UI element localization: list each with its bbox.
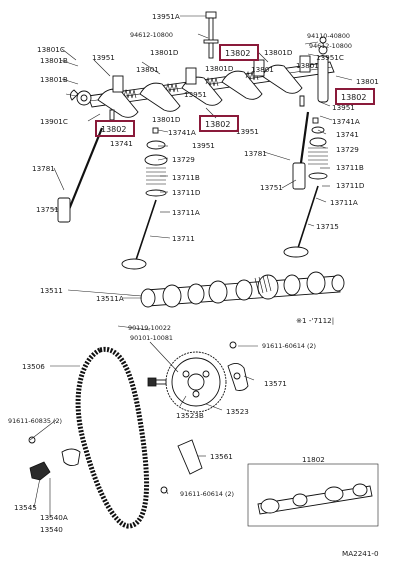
chain-damper <box>177 439 203 475</box>
callout-13801d-upper: 13801D <box>150 48 179 57</box>
valve-train-left <box>121 127 168 270</box>
callout-13711: 13711 <box>172 234 195 243</box>
chain-tensioner <box>29 448 81 481</box>
callout-11802: 11802 <box>302 455 325 464</box>
callout-94612-10800: 94612-10800 <box>130 31 173 39</box>
callout-13801d-top: 13801D <box>264 48 293 57</box>
callout-13540a: 13540A <box>40 513 68 522</box>
callout-13741-right: 13741 <box>336 130 359 139</box>
rocker-shaft-assembly <box>69 36 335 121</box>
callout-13801c-left: 13801C <box>37 45 65 54</box>
callout-13951a: 13951A <box>152 12 180 21</box>
highlight-box-13802-mid <box>199 115 239 132</box>
callout-90119-10022: 90119-10022 <box>128 324 171 332</box>
callout-13571: 13571 <box>264 379 287 388</box>
callout-13545: 13545 <box>14 503 37 512</box>
callout-13951-mid: 13951 <box>184 90 207 99</box>
callout-13751-right: 13751 <box>260 183 283 192</box>
bolt-91611-60835 <box>28 436 36 444</box>
callout-13511: 13511 <box>40 286 63 295</box>
callout-13802-mid[interactable]: 13802 <box>205 120 230 129</box>
diagram-id: MA2241-0 <box>342 549 379 558</box>
callout-13802-left[interactable]: 13802 <box>101 125 126 134</box>
callout-13711b-right: 13711B <box>336 163 364 172</box>
callout-13711a-right: 13711A <box>330 198 358 207</box>
callout-13561: 13561 <box>210 452 233 461</box>
callout-13951-low: 13951 <box>192 141 215 150</box>
highlighted-callouts: 13802 13802 13802 13802 <box>95 44 375 137</box>
callout-13901: 13801 <box>356 77 379 86</box>
thrust-plate <box>227 363 249 391</box>
highlight-box-13802-right <box>335 88 375 105</box>
callout-13511a: 13511A <box>96 294 124 303</box>
callout-13506: 13506 <box>22 362 45 371</box>
callout-13729-right: 13729 <box>336 145 359 154</box>
callout-13951c: 13951C <box>316 53 344 62</box>
leader-lines <box>29 15 353 518</box>
timing-chain <box>75 346 150 529</box>
callout-13801d-mid: 13801D <box>205 64 234 73</box>
callout-13801-b: 13801 <box>251 65 274 74</box>
callout-13951-lower: 13951 <box>236 127 259 136</box>
callout-90101-10081: 90101-10081 <box>130 334 173 342</box>
callout-13802-right[interactable]: 13802 <box>341 93 366 102</box>
callout-13711a-left: 13711A <box>172 208 200 217</box>
callout-91611-60614-lower: 91611-60614 (2) <box>180 490 234 498</box>
callout-labels: 13951A 94612-10800 13801D 13801C 13801B … <box>8 12 379 558</box>
callout-13801-a: 13801 <box>136 65 159 74</box>
callout-13523b: 13523B <box>176 411 204 420</box>
pushrod-left <box>57 127 104 223</box>
callout-13801b-left2: 13801B <box>40 75 68 84</box>
callout-13741a-right: 13741A <box>332 117 360 126</box>
bolt-91611-60614-lower <box>160 486 168 494</box>
pushrod-right <box>292 111 310 190</box>
callout-13781-right: 13781 <box>244 149 267 158</box>
callout-13801a-right-upper: 13801 <box>296 61 319 70</box>
callout-13711d-right: 13711D <box>336 181 365 190</box>
callout-13729-left: 13729 <box>172 155 195 164</box>
callout-13802-top[interactable]: 13802 <box>225 49 250 58</box>
camshaft-sprocket <box>165 351 227 413</box>
callout-94110-40800: 94110-40800 <box>307 32 350 40</box>
callout-13711b-left: 13711B <box>172 173 200 182</box>
callout-13801d-lower: 13801D <box>152 115 181 124</box>
callout-13751-left: 13751 <box>36 205 59 214</box>
callout-91611-60835: 91611-60835 (2) <box>8 417 62 425</box>
callout-13715: 13715 <box>316 222 339 231</box>
callout-13781-left: 13781 <box>32 164 55 173</box>
sprocket-bolt <box>147 377 167 387</box>
callout-13951-right: 13951 <box>332 103 355 112</box>
callout-13540: 13540 <box>40 525 63 534</box>
shaft-bolt <box>203 11 219 59</box>
callout-13741a-left: 13741A <box>168 128 196 137</box>
callout-94612-10800-right: 94612-10800 <box>309 42 352 50</box>
camshaft <box>140 271 345 308</box>
callout-13711d-left: 13711D <box>172 188 201 197</box>
highlight-box-13802-left <box>95 120 135 137</box>
callout-13523: 13523 <box>226 407 249 416</box>
balance-shaft <box>257 483 373 515</box>
callout-13901c: 13901C <box>40 117 68 126</box>
valve-train-right <box>283 117 328 258</box>
callout-13951-left: 13951 <box>92 53 115 62</box>
callout-13741-left: 13741 <box>110 139 133 148</box>
balance-shaft-frame <box>247 463 379 527</box>
callout-13801b-left: 13801B <box>40 56 68 65</box>
callout-91611-60614-upper: 91611-60614 (2) <box>262 342 316 350</box>
bolt-91611-60614-upper <box>229 341 237 349</box>
note-star: ※1 -'7112| <box>296 316 334 325</box>
highlight-box-13802-top <box>219 44 259 61</box>
